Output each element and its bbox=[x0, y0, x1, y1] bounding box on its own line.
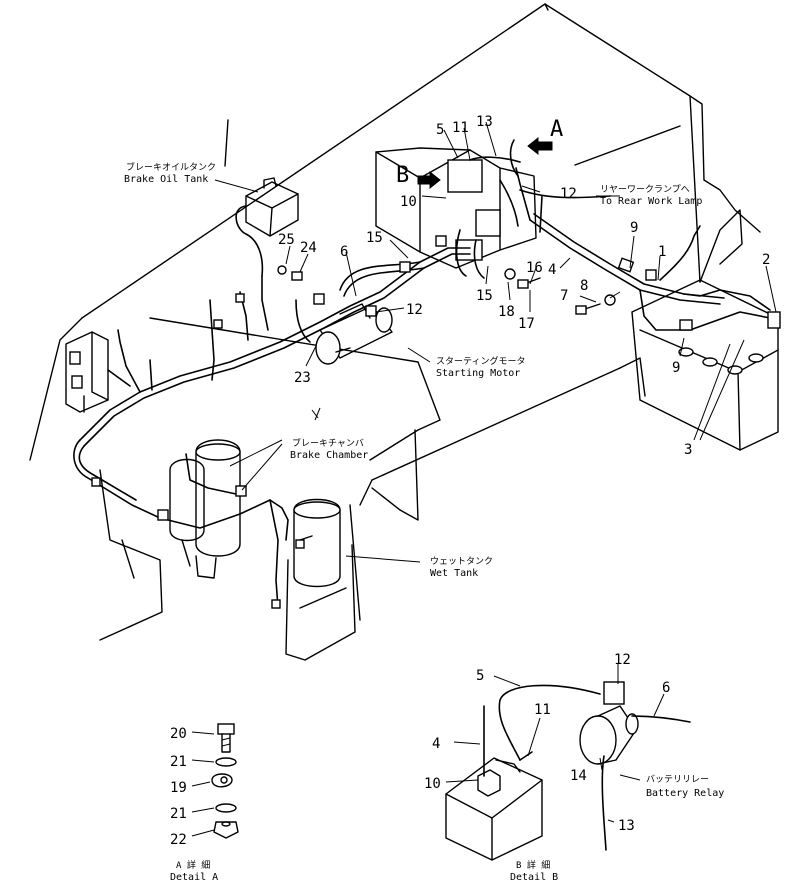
detail-b-callout-4: 4 bbox=[432, 736, 440, 752]
battery bbox=[631, 209, 779, 451]
battery-relay-label: Battery Relay bbox=[646, 788, 724, 799]
component-labels: ブレーキオイルタンク Brake Oil Tank リヤーワークランプへ To … bbox=[124, 161, 702, 579]
callout-7: 7 bbox=[560, 288, 568, 304]
callout-11: 11 bbox=[452, 120, 469, 136]
detail-b-battery-relay bbox=[579, 681, 639, 765]
callout-24: 24 bbox=[300, 240, 317, 256]
detail-b-callout-5: 5 bbox=[476, 668, 484, 684]
callout-17: 17 bbox=[518, 316, 535, 332]
callout-13: 13 bbox=[476, 114, 493, 130]
bolt-part-20 bbox=[217, 723, 235, 753]
view-b-arrow bbox=[417, 170, 441, 190]
brake-oil-tank-label-jp: ブレーキオイルタンク bbox=[126, 161, 216, 173]
small-parts bbox=[91, 235, 781, 609]
view-arrows bbox=[417, 136, 553, 190]
detail-a-callout-22: 22 bbox=[170, 832, 187, 848]
brake-oil-tank bbox=[235, 177, 299, 277]
detail-b: 5 11 12 6 4 10 14 13 バッテリリレー Battery Rel… bbox=[424, 652, 724, 883]
detail-b-callout-11: 11 bbox=[534, 702, 551, 718]
callout-12-right: 12 bbox=[560, 186, 577, 202]
callout-23: 23 bbox=[294, 370, 311, 386]
callout-numbers: 1 2 3 4 5 6 7 8 9 9 10 11 12 12 13 15 15… bbox=[278, 114, 770, 458]
detail-a-callout-21-bottom: 21 bbox=[170, 806, 187, 822]
rear-work-lamp-label: To Rear Work Lamp bbox=[600, 196, 702, 207]
callout-18: 18 bbox=[498, 304, 515, 320]
callout-2: 2 bbox=[762, 252, 770, 268]
starting-motor-label-jp: スターティングモータ bbox=[436, 355, 525, 367]
detail-a-title: Detail A bbox=[170, 872, 218, 883]
left-connector-box bbox=[65, 331, 109, 413]
callout-15-right: 15 bbox=[476, 288, 493, 304]
callout-5: 5 bbox=[436, 122, 444, 138]
detail-a-callout-20: 20 bbox=[170, 726, 187, 742]
detail-b-callout-14: 14 bbox=[570, 768, 587, 784]
detail-a: 20 21 19 21 22 A 詳 細 Detail A bbox=[170, 723, 239, 883]
detail-b-title-jp: B 詳 細 bbox=[516, 859, 550, 871]
nut-part-22 bbox=[213, 821, 239, 839]
wet-tank-label: Wet Tank bbox=[430, 568, 478, 579]
leader-lines bbox=[214, 121, 777, 781]
clamp-part-19 bbox=[211, 773, 233, 788]
wire-harness bbox=[73, 139, 771, 609]
callout-12-left: 12 bbox=[406, 302, 423, 318]
washer-part-21-top bbox=[215, 757, 237, 767]
top-control-box bbox=[375, 147, 537, 269]
brake-oil-tank-label: Brake Oil Tank bbox=[124, 174, 208, 185]
callout-15-left: 15 bbox=[366, 230, 383, 246]
wet-tank-label-jp: ウェットタンク bbox=[430, 556, 493, 567]
washer-part-21-bottom bbox=[215, 803, 237, 813]
view-a-label: A bbox=[550, 117, 563, 142]
callout-1: 1 bbox=[658, 244, 666, 260]
brake-chamber-label-jp: ブレーキチャンバ bbox=[292, 437, 364, 449]
callout-9-bottom: 9 bbox=[672, 360, 680, 376]
machine-body-outline bbox=[29, 3, 761, 661]
callout-3: 3 bbox=[684, 442, 692, 458]
callout-6: 6 bbox=[340, 244, 348, 260]
detail-a-callout-19: 19 bbox=[170, 780, 187, 796]
view-a-arrow bbox=[527, 136, 553, 156]
battery-relay-label-jp: バッテリリレー bbox=[646, 774, 709, 785]
detail-b-battery bbox=[445, 757, 543, 861]
detail-a-callout-21-top: 21 bbox=[170, 754, 187, 770]
detail-b-callout-10: 10 bbox=[424, 776, 441, 792]
callout-25: 25 bbox=[278, 232, 295, 248]
rear-work-lamp-label-jp: リヤーワークランプへ bbox=[600, 184, 690, 195]
detail-b-callout-6: 6 bbox=[662, 680, 670, 696]
callout-4: 4 bbox=[548, 262, 556, 278]
detail-b-terminal bbox=[477, 705, 501, 797]
detail-a-title-jp: A 詳 細 bbox=[176, 859, 210, 871]
callout-8: 8 bbox=[580, 278, 588, 294]
detail-b-callout-13: 13 bbox=[618, 818, 635, 834]
starting-motor bbox=[315, 303, 393, 365]
detail-b-callout-12: 12 bbox=[614, 652, 631, 668]
brake-chamber-label: Brake Chamber bbox=[290, 450, 368, 461]
callout-9-top: 9 bbox=[630, 220, 638, 236]
starting-motor-label: Starting Motor bbox=[436, 368, 520, 379]
detail-b-title: Detail B bbox=[510, 872, 558, 883]
callout-10: 10 bbox=[400, 194, 417, 210]
brake-chamber bbox=[169, 439, 241, 579]
view-b-label: B bbox=[396, 163, 409, 188]
callout-16: 16 bbox=[526, 260, 543, 276]
